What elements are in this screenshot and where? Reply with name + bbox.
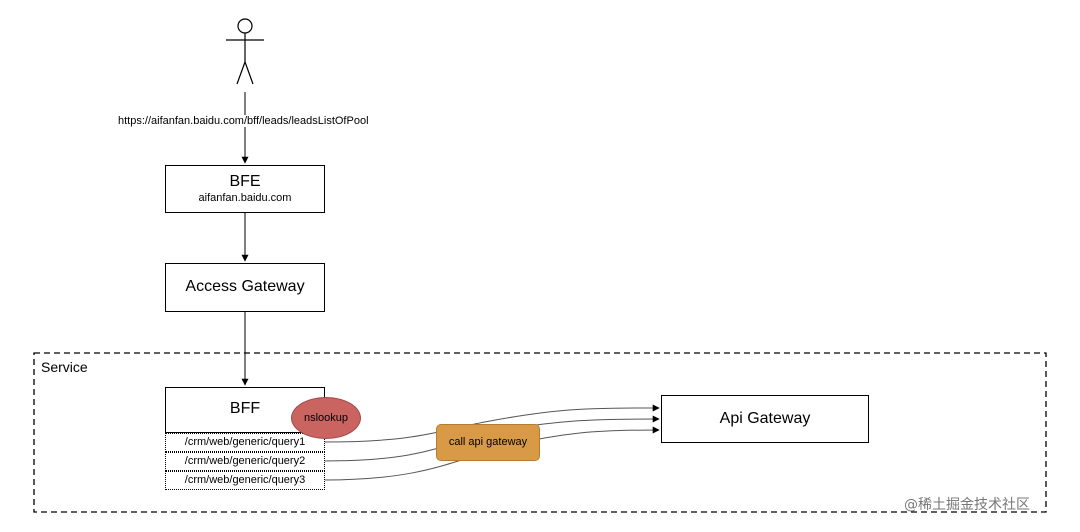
access-gateway-title: Access Gateway	[185, 278, 305, 295]
bff-title: BFF	[229, 400, 261, 417]
route-query2: /crm/web/generic/query2	[165, 452, 325, 471]
api-gateway-node: Api Gateway	[661, 395, 869, 443]
route-connection-1	[323, 404, 660, 443]
watermark-label: @稀土掘金技术社区	[904, 497, 1030, 513]
stick-figure-user-icon	[226, 18, 264, 85]
bfe-subtitle: aifanfan.baidu.com	[198, 192, 292, 204]
bfe-title: BFE	[229, 173, 261, 190]
route-query3: /crm/web/generic/query3	[165, 471, 325, 490]
api-gateway-title: Api Gateway	[719, 410, 811, 427]
request-url-label: https://aifanfan.baidu.com/bff/leads/lea…	[117, 115, 370, 127]
route-query1: /crm/web/generic/query1	[165, 433, 325, 452]
call-api-gateway-badge: call api gateway	[436, 424, 540, 461]
bfe-node: BFE aifanfan.baidu.com	[165, 165, 325, 213]
service-boundary	[33, 352, 1047, 513]
service-label: Service	[41, 359, 88, 375]
nslookup-badge: nslookup	[291, 397, 361, 439]
access-gateway-node: Access Gateway	[165, 263, 325, 312]
